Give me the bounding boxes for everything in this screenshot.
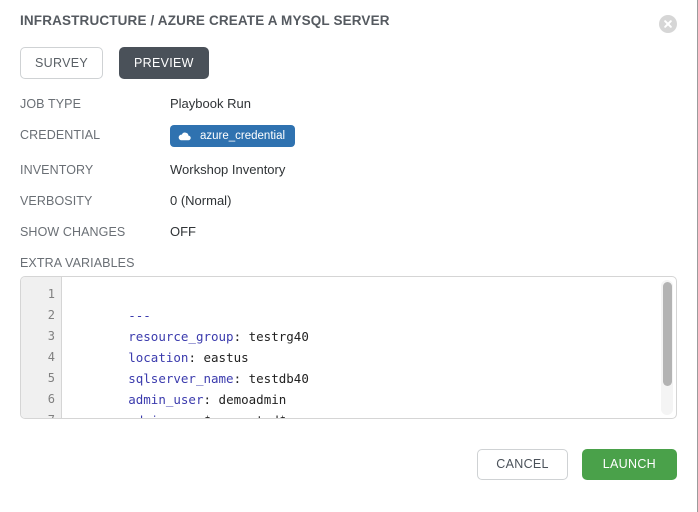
value-inventory: Workshop Inventory — [170, 160, 285, 180]
tab-preview[interactable]: PREVIEW — [119, 47, 209, 79]
cancel-button[interactable]: CANCEL — [477, 449, 568, 480]
extra-variables-editor[interactable]: 1 2 3 4 5 6 7 --- resource_group: testrg… — [20, 276, 677, 419]
yaml-key: admin_pw — [128, 413, 188, 418]
label-credential: CREDENTIAL — [20, 125, 170, 145]
line-number: 4 — [21, 347, 61, 368]
yaml-key: sqlserver_name — [128, 371, 233, 386]
yaml-sep: : — [234, 329, 242, 344]
yaml-value: testdb40 — [241, 371, 309, 386]
detail-row-inventory: INVENTORY Workshop Inventory — [20, 160, 677, 181]
launch-button[interactable]: LAUNCH — [582, 449, 677, 480]
dialog-footer: CANCEL LAUNCH — [0, 449, 697, 480]
yaml-doc-start: --- — [128, 308, 151, 323]
yaml-value: eastus — [196, 350, 249, 365]
value-show-changes: OFF — [170, 222, 196, 242]
editor-scrollbar[interactable] — [661, 280, 673, 415]
tab-survey[interactable]: SURVEY — [20, 47, 103, 79]
job-details: JOB TYPE Playbook Run CREDENTIAL azure_c… — [0, 79, 697, 243]
cloud-icon — [178, 132, 191, 141]
credential-badge-label: azure_credential — [200, 129, 285, 143]
line-number: 1 — [21, 284, 61, 305]
line-number: 6 — [21, 389, 61, 410]
label-verbosity: VERBOSITY — [20, 191, 170, 211]
yaml-value: $encrypted$ — [196, 413, 286, 418]
value-credential: azure_credential — [170, 125, 295, 147]
yaml-key: location — [128, 350, 188, 365]
detail-row-show-changes: SHOW CHANGES OFF — [20, 222, 677, 243]
line-number: 7 — [21, 410, 61, 419]
credential-badge[interactable]: azure_credential — [170, 125, 295, 147]
yaml-sep: : — [234, 371, 242, 386]
yaml-value: demoadmin — [211, 392, 286, 407]
code-line: --- — [68, 284, 676, 305]
line-number: 5 — [21, 368, 61, 389]
editor-scrollbar-thumb[interactable] — [663, 282, 672, 386]
value-verbosity: 0 (Normal) — [170, 191, 231, 211]
yaml-sep: : — [188, 413, 196, 418]
detail-row-job-type: JOB TYPE Playbook Run — [20, 94, 677, 115]
detail-row-verbosity: VERBOSITY 0 (Normal) — [20, 191, 677, 212]
dialog-tabs: SURVEY PREVIEW — [0, 34, 697, 79]
label-show-changes: SHOW CHANGES — [20, 222, 170, 242]
editor-gutter: 1 2 3 4 5 6 7 — [21, 277, 62, 418]
yaml-value: testrg40 — [241, 329, 309, 344]
dialog-title: INFRASTRUCTURE / AZURE CREATE A MYSQL SE… — [20, 13, 677, 29]
close-icon[interactable] — [659, 15, 677, 33]
editor-code-area[interactable]: --- resource_group: testrg40 location: e… — [62, 277, 676, 418]
dialog-header: INFRASTRUCTURE / AZURE CREATE A MYSQL SE… — [0, 0, 697, 34]
label-extra-variables: EXTRA VARIABLES — [0, 253, 697, 270]
yaml-key: resource_group — [128, 329, 233, 344]
yaml-sep: : — [188, 350, 196, 365]
line-number: 3 — [21, 326, 61, 347]
code-line: resource_group: testrg40 — [68, 305, 676, 326]
yaml-sep: : — [203, 392, 211, 407]
line-number: 2 — [21, 305, 61, 326]
label-inventory: INVENTORY — [20, 160, 170, 180]
label-job-type: JOB TYPE — [20, 94, 170, 114]
value-job-type: Playbook Run — [170, 94, 251, 114]
detail-row-credential: CREDENTIAL azure_credential — [20, 125, 677, 147]
yaml-key: admin_user — [128, 392, 203, 407]
